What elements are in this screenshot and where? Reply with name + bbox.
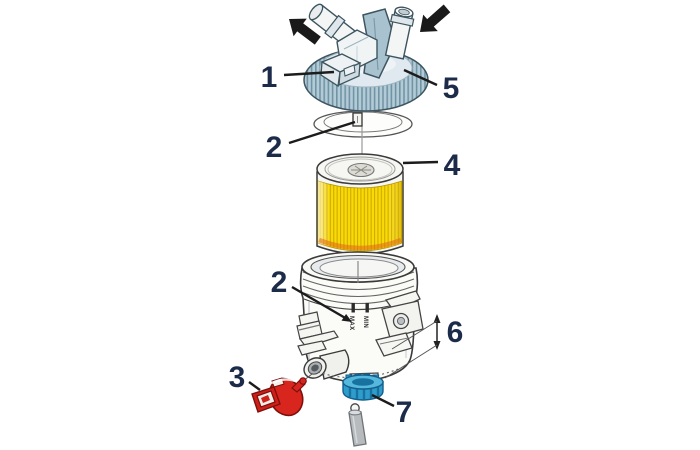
min-mark-label: MIN <box>362 316 368 328</box>
water-sensor <box>251 373 313 417</box>
leader-line-5 <box>403 68 438 87</box>
collection-bowl: MAX MIN <box>296 251 424 384</box>
max-min-marks: MAX MIN <box>348 303 369 331</box>
mounting-bracket <box>375 290 424 357</box>
leader-arrowhead-2-body <box>341 314 352 322</box>
cap-seal-flange <box>313 110 413 138</box>
leader-line-2-body <box>291 285 348 321</box>
dimension-indicator-6 <box>384 314 441 379</box>
flow-out-arrow-icon <box>289 18 321 45</box>
heater-connector <box>320 53 362 88</box>
leader-line-3 <box>248 381 261 391</box>
leader-line-7 <box>371 393 395 408</box>
filter-element <box>316 153 404 255</box>
leader-lines <box>248 68 439 408</box>
callout-5-label: 5 <box>443 72 460 105</box>
leader-line-2-top <box>288 120 356 145</box>
filter-head-assembly <box>289 3 451 167</box>
leader-line-1 <box>283 70 335 77</box>
max-mark-label: MAX <box>348 316 354 331</box>
drain-valve <box>342 373 384 401</box>
flow-in-arrow-icon <box>420 4 451 32</box>
inlet-port <box>384 6 415 60</box>
sensor-boss <box>303 349 350 380</box>
callout-2-top-label: 2 <box>266 131 283 164</box>
retaining-clip <box>296 311 339 356</box>
callout-4-label: 4 <box>444 149 461 182</box>
callout-labels: 1 5 2 4 2 6 3 7 <box>229 61 464 429</box>
leader-line-4 <box>402 160 439 165</box>
callout-6-label: 6 <box>447 316 464 349</box>
hub-spokes <box>351 165 371 175</box>
callout-7-label: 7 <box>396 396 413 429</box>
callout-1-label: 1 <box>261 61 278 94</box>
callout-2-body-label: 2 <box>271 266 288 299</box>
callout-3-label: 3 <box>229 361 246 394</box>
drain-tube <box>348 409 367 447</box>
cap-stud <box>352 112 363 127</box>
